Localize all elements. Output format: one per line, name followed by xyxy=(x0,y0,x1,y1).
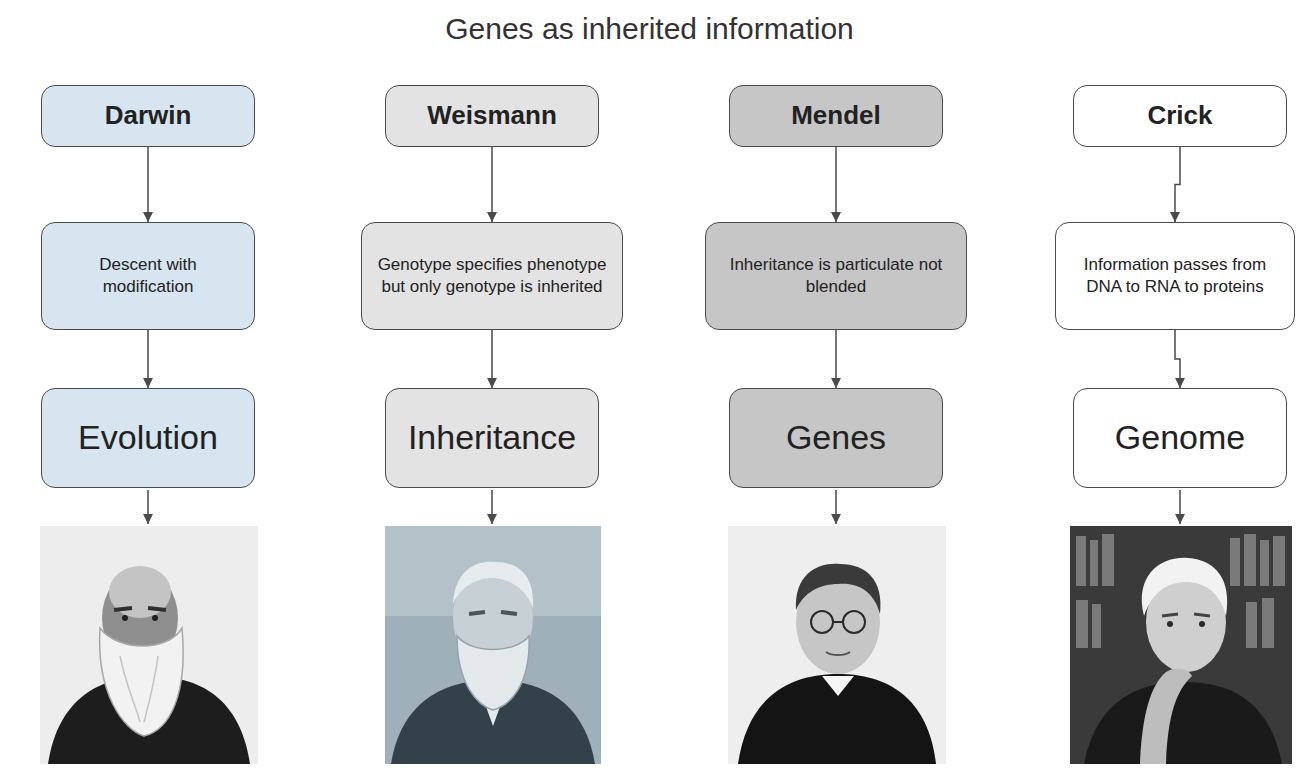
node-text: Genes xyxy=(786,418,886,457)
eyebrows xyxy=(114,608,166,610)
diagram-title: Genes as inherited information xyxy=(0,12,1299,46)
concept-box: Inheritance xyxy=(385,388,599,488)
connector-arrow xyxy=(147,147,149,222)
book xyxy=(1092,604,1101,648)
connector-arrow xyxy=(1175,147,1180,222)
node-text: Inheritance is particulate not blended xyxy=(716,254,956,298)
eye xyxy=(152,615,158,621)
portrait-arrow xyxy=(835,490,837,524)
node-text: Crick xyxy=(1147,101,1212,131)
node-text: Evolution xyxy=(78,418,218,457)
concept-box: Evolution xyxy=(41,388,255,488)
name-box: Weismann xyxy=(385,85,599,147)
darwin-portrait xyxy=(40,526,258,764)
glasses xyxy=(811,611,833,633)
book xyxy=(1244,534,1256,586)
connector-arrow xyxy=(835,147,837,222)
principle-box: Descent with modification xyxy=(41,222,255,330)
weismann-portrait xyxy=(385,526,601,764)
photo-ground xyxy=(40,526,258,764)
eyebrows xyxy=(469,612,517,614)
hair xyxy=(1142,558,1227,616)
hand-arm xyxy=(1140,669,1192,764)
name-box: Darwin xyxy=(41,85,255,147)
connector-arrow xyxy=(491,147,493,222)
concept-box: Genome xyxy=(1073,388,1287,488)
book xyxy=(1246,602,1257,648)
eye xyxy=(122,615,128,621)
portrait-arrow xyxy=(147,490,149,524)
connector-arrow xyxy=(835,330,837,388)
book xyxy=(1262,598,1274,648)
hair xyxy=(796,564,881,614)
portrait-arrow xyxy=(1179,490,1181,524)
book xyxy=(1090,540,1098,586)
forehead xyxy=(109,566,171,618)
photo-ground xyxy=(1070,526,1292,764)
principle-box: Information passes from DNA to RNA to pr… xyxy=(1055,222,1295,330)
eye xyxy=(1167,621,1173,627)
glasses xyxy=(843,611,865,633)
node-text: Darwin xyxy=(105,101,192,131)
node-text: Inheritance xyxy=(408,418,576,457)
principle-box: Genotype specifies phenotype but only ge… xyxy=(361,222,623,330)
photo-ground xyxy=(385,526,601,764)
collar xyxy=(822,676,854,696)
hair xyxy=(453,562,533,608)
portrait-arrow xyxy=(491,490,493,524)
node-text: Mendel xyxy=(791,101,881,131)
book xyxy=(1076,600,1088,648)
eye xyxy=(1199,621,1205,627)
photo-ground xyxy=(728,526,946,764)
beard xyxy=(457,636,529,710)
crick-portrait xyxy=(1070,526,1292,764)
book xyxy=(1076,536,1086,586)
coat xyxy=(738,674,936,764)
eyebrows xyxy=(1162,614,1210,616)
node-text: Weismann xyxy=(427,101,557,131)
node-text: Genome xyxy=(1115,418,1245,457)
concept-box: Genes xyxy=(729,388,943,488)
beard-strands xyxy=(120,656,158,722)
mendel-portrait xyxy=(728,526,946,764)
principle-box: Inheritance is particulate not blended xyxy=(705,222,967,330)
node-text: Genotype specifies phenotype but only ge… xyxy=(372,254,612,298)
name-box: Crick xyxy=(1073,85,1287,147)
connector-arrow xyxy=(147,330,149,388)
glasses-bridge xyxy=(833,621,843,623)
connector-arrow xyxy=(1175,330,1180,388)
book xyxy=(1102,534,1114,586)
node-text: Information passes from DNA to RNA to pr… xyxy=(1066,254,1284,298)
node-text: Descent with modification xyxy=(52,254,244,298)
book xyxy=(1273,536,1285,586)
beard xyxy=(100,628,184,736)
portrait-arrows xyxy=(148,490,1180,524)
connector-arrow xyxy=(491,330,493,388)
book xyxy=(1260,540,1269,586)
name-box: Mendel xyxy=(729,85,943,147)
book xyxy=(1230,538,1240,586)
jacket xyxy=(1084,682,1282,764)
mouth xyxy=(826,652,850,655)
